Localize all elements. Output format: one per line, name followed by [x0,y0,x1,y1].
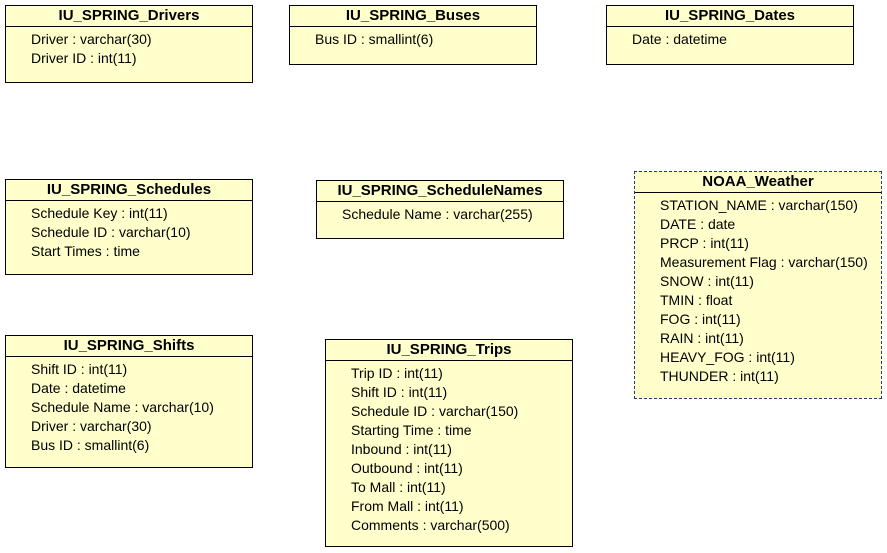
attribute: HEAVY_FOG : int(11) [660,349,795,365]
attribute: TMIN : float [660,292,733,308]
entity-iu-spring-shifts[interactable]: IU_SPRING_Shifts Shift ID : int(11) Date… [5,335,253,468]
attribute: Driver ID : int(11) [31,50,137,66]
entity-title: IU_SPRING_Schedules [6,180,252,201]
entity-iu-spring-dates[interactable]: IU_SPRING_Dates Date : datetime [606,5,854,65]
attribute: Driver : varchar(30) [31,418,152,434]
entity-title: IU_SPRING_Shifts [6,336,252,357]
attribute: Bus ID : smallint(6) [31,437,150,453]
entity-title: NOAA_Weather [635,172,881,193]
attribute: Schedule Name : varchar(10) [31,399,214,415]
attribute: Schedule ID : varchar(10) [31,224,191,240]
attribute: To Mall : int(11) [351,479,446,495]
attribute: Trip ID : int(11) [351,365,443,381]
attribute: PRCP : int(11) [660,235,749,251]
attribute: Inbound : int(11) [351,441,452,457]
entity-title: IU_SPRING_Buses [290,6,536,27]
attribute-list: Shift ID : int(11) Date : datetime Sched… [6,357,252,455]
attribute: Start Times : time [31,243,140,259]
attribute: Measurement Flag : varchar(150) [660,254,868,270]
entity-title: IU_SPRING_Dates [607,6,853,27]
attribute: Outbound : int(11) [351,460,463,476]
attribute: Shift ID : int(11) [351,384,448,400]
attribute-list: Trip ID : int(11) Shift ID : int(11) Sch… [326,361,572,535]
attribute: FOG : int(11) [660,311,741,327]
attribute: Schedule Name : varchar(255) [342,206,533,222]
attribute: Comments : varchar(500) [351,517,510,533]
attribute-list: STATION_NAME : varchar(150) DATE : date … [635,193,881,386]
entity-title: IU_SPRING_Trips [326,340,572,361]
attribute: Bus ID : smallint(6) [315,31,434,47]
attribute: Schedule ID : varchar(150) [351,403,519,419]
attribute-list: Date : datetime [607,27,853,49]
attribute-list: Schedule Name : varchar(255) [317,202,563,224]
attribute: SNOW : int(11) [660,273,754,289]
attribute: Starting Time : time [351,422,472,438]
attribute: Date : datetime [632,31,727,47]
attribute: STATION_NAME : varchar(150) [660,197,858,213]
attribute-list: Schedule Key : int(11) Schedule ID : var… [6,201,252,261]
attribute: THUNDER : int(11) [660,368,779,384]
entity-iu-spring-drivers[interactable]: IU_SPRING_Drivers Driver : varchar(30) D… [5,5,253,83]
entity-iu-spring-schedules[interactable]: IU_SPRING_Schedules Schedule Key : int(1… [5,179,253,275]
entity-iu-spring-trips[interactable]: IU_SPRING_Trips Trip ID : int(11) Shift … [325,339,573,547]
attribute: Date : datetime [31,380,126,396]
entity-iu-spring-buses[interactable]: IU_SPRING_Buses Bus ID : smallint(6) [289,5,537,65]
attribute: Driver : varchar(30) [31,31,152,47]
entity-iu-spring-schedulenames[interactable]: IU_SPRING_ScheduleNames Schedule Name : … [316,180,564,239]
attribute: From Mall : int(11) [351,498,464,514]
entity-title: IU_SPRING_Drivers [6,6,252,27]
attribute: Schedule Key : int(11) [31,205,168,221]
attribute: Shift ID : int(11) [31,361,128,377]
attribute-list: Bus ID : smallint(6) [290,27,536,49]
attribute-list: Driver : varchar(30) Driver ID : int(11) [6,27,252,68]
attribute: RAIN : int(11) [660,330,744,346]
entity-noaa-weather[interactable]: NOAA_Weather STATION_NAME : varchar(150)… [634,171,882,399]
attribute: DATE : date [660,216,736,232]
entity-title: IU_SPRING_ScheduleNames [317,181,563,202]
